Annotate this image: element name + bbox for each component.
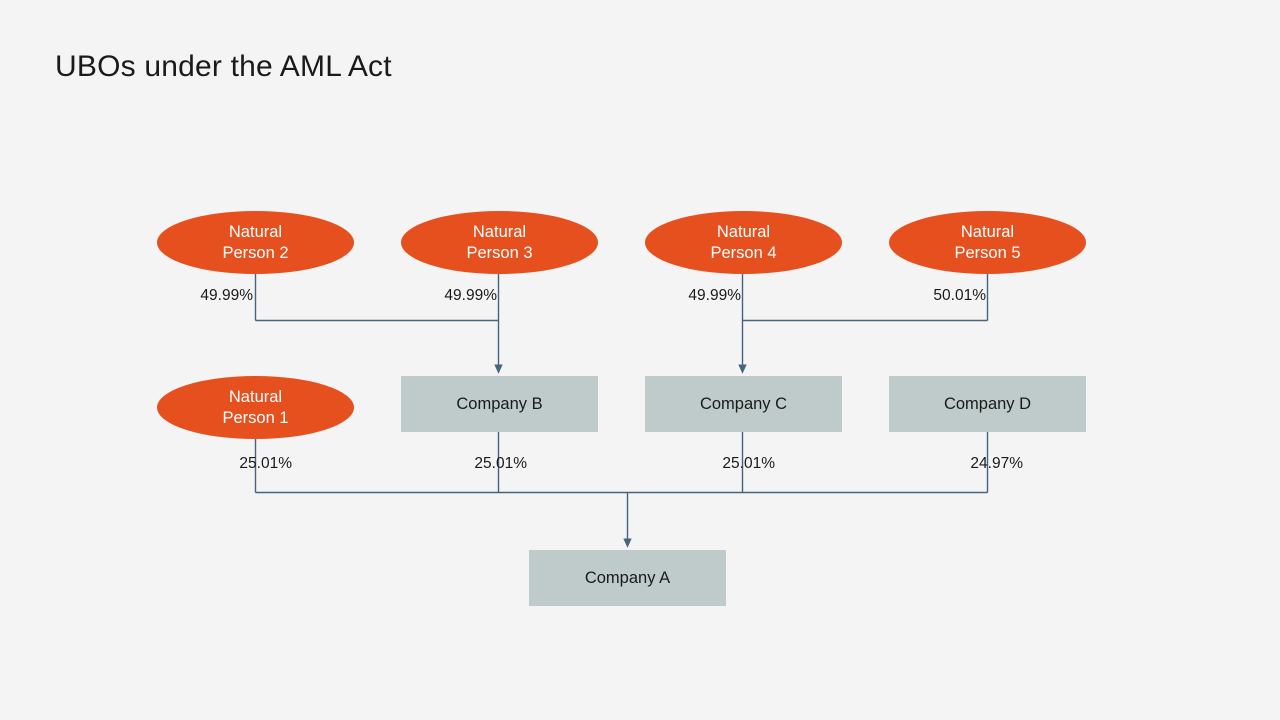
- node-natural-person-3[interactable]: Natural Person 3: [401, 211, 598, 274]
- edge-label-np2-to-companyb: 49.99%: [200, 287, 253, 304]
- node-company-a[interactable]: Company A: [529, 550, 726, 606]
- edge-label-companyd-to-companya: 24.97%: [970, 455, 1023, 472]
- edge-label-companyc-to-companya: 25.01%: [722, 455, 775, 472]
- node-label: Company B: [456, 394, 543, 413]
- node-natural-person-5[interactable]: Natural Person 5: [889, 211, 1086, 274]
- node-company-d[interactable]: Company D: [889, 376, 1086, 432]
- node-company-c[interactable]: Company C: [645, 376, 842, 432]
- node-company-b[interactable]: Company B: [401, 376, 598, 432]
- edge-label-np1-to-companya: 25.01%: [239, 455, 292, 472]
- node-label: Natural Person 1: [222, 387, 289, 427]
- node-natural-person-4[interactable]: Natural Person 4: [645, 211, 842, 274]
- node-label: Company D: [943, 394, 1032, 413]
- node-label: Natural Person 5: [954, 222, 1021, 262]
- edge-label-companyb-to-companya: 25.01%: [474, 455, 527, 472]
- node-label: Natural Person 2: [222, 222, 289, 262]
- node-label: Natural Person 3: [466, 222, 533, 262]
- page-title: UBOs under the AML Act: [55, 50, 392, 83]
- edge-label-np4-to-companyc: 49.99%: [688, 287, 741, 304]
- edge-label-np5-to-companyc: 50.01%: [933, 287, 986, 304]
- node-label: Natural Person 4: [710, 222, 777, 262]
- node-natural-person-2[interactable]: Natural Person 2: [157, 211, 354, 274]
- edge-label-np3-to-companyb: 49.99%: [444, 287, 497, 304]
- node-natural-person-1[interactable]: Natural Person 1: [157, 376, 354, 439]
- node-label: Company C: [699, 394, 788, 413]
- node-label: Company A: [584, 568, 671, 587]
